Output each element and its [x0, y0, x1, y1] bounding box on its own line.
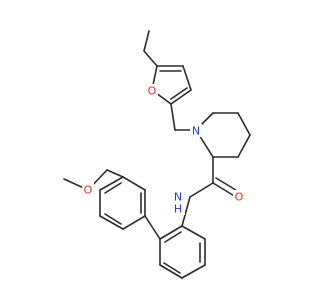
bond-furan-c3-c2 — [170, 89, 192, 105]
bond-ethyl-2 — [143, 50, 158, 67]
bond-ethyl-1 — [143, 30, 150, 52]
bond-furan-c3-c2-double — [170, 87, 188, 100]
bond-biaryl — [144, 215, 161, 240]
bond-ph2-inner-2 — [104, 182, 122, 194]
molecule-structure: O N O N H O — [63, 30, 251, 279]
atom-amide-nitrogen-label: N — [174, 191, 182, 204]
atom-methoxy-oxygen: O — [82, 183, 94, 197]
atom-amide-hydrogen-label: H — [174, 203, 182, 216]
bond-ph2-f — [122, 215, 146, 230]
atom-piperidine-nitrogen: N — [190, 124, 202, 138]
bond-co-double-2 — [215, 177, 240, 193]
bond-c-nh — [189, 182, 214, 198]
bond-ph1-f — [159, 225, 183, 240]
bond-ph1-c — [181, 264, 206, 279]
atom-furan-oxygen: O — [146, 84, 158, 98]
bond-nh-aryl — [181, 196, 191, 227]
atom-furan-oxygen-label: O — [148, 85, 157, 98]
bond-ph1-a — [181, 225, 206, 240]
bond-ar-o-methoxy — [106, 169, 124, 178]
bond-ph1-d — [159, 264, 183, 279]
atom-amide-nitrogen: N H — [171, 191, 185, 216]
atom-piperidine-nitrogen-label: N — [192, 125, 200, 138]
bond-ph1-inner-3 — [164, 231, 182, 243]
bond-furan-c4-c3 — [182, 65, 192, 91]
bond-furan-ch2 — [170, 103, 176, 131]
bond-ph1-inner-2 — [163, 262, 181, 274]
atom-carbonyl-oxygen: O — [233, 190, 245, 204]
bond-ph2-e — [99, 215, 124, 230]
atom-carbonyl-oxygen-label: O — [235, 191, 244, 204]
bond-ph2-c — [99, 176, 124, 191]
bond-ph2-b — [122, 176, 146, 191]
bond-co-double-1 — [212, 182, 237, 198]
atom-methoxy-oxygen-label: O — [84, 184, 93, 197]
bond-pip-c4-c5 — [237, 134, 251, 158]
bond-pip-c3-c4 — [237, 112, 251, 136]
structure-svg: O N O N H O — [63, 30, 251, 279]
bond-ph2-inner-3 — [104, 213, 122, 225]
